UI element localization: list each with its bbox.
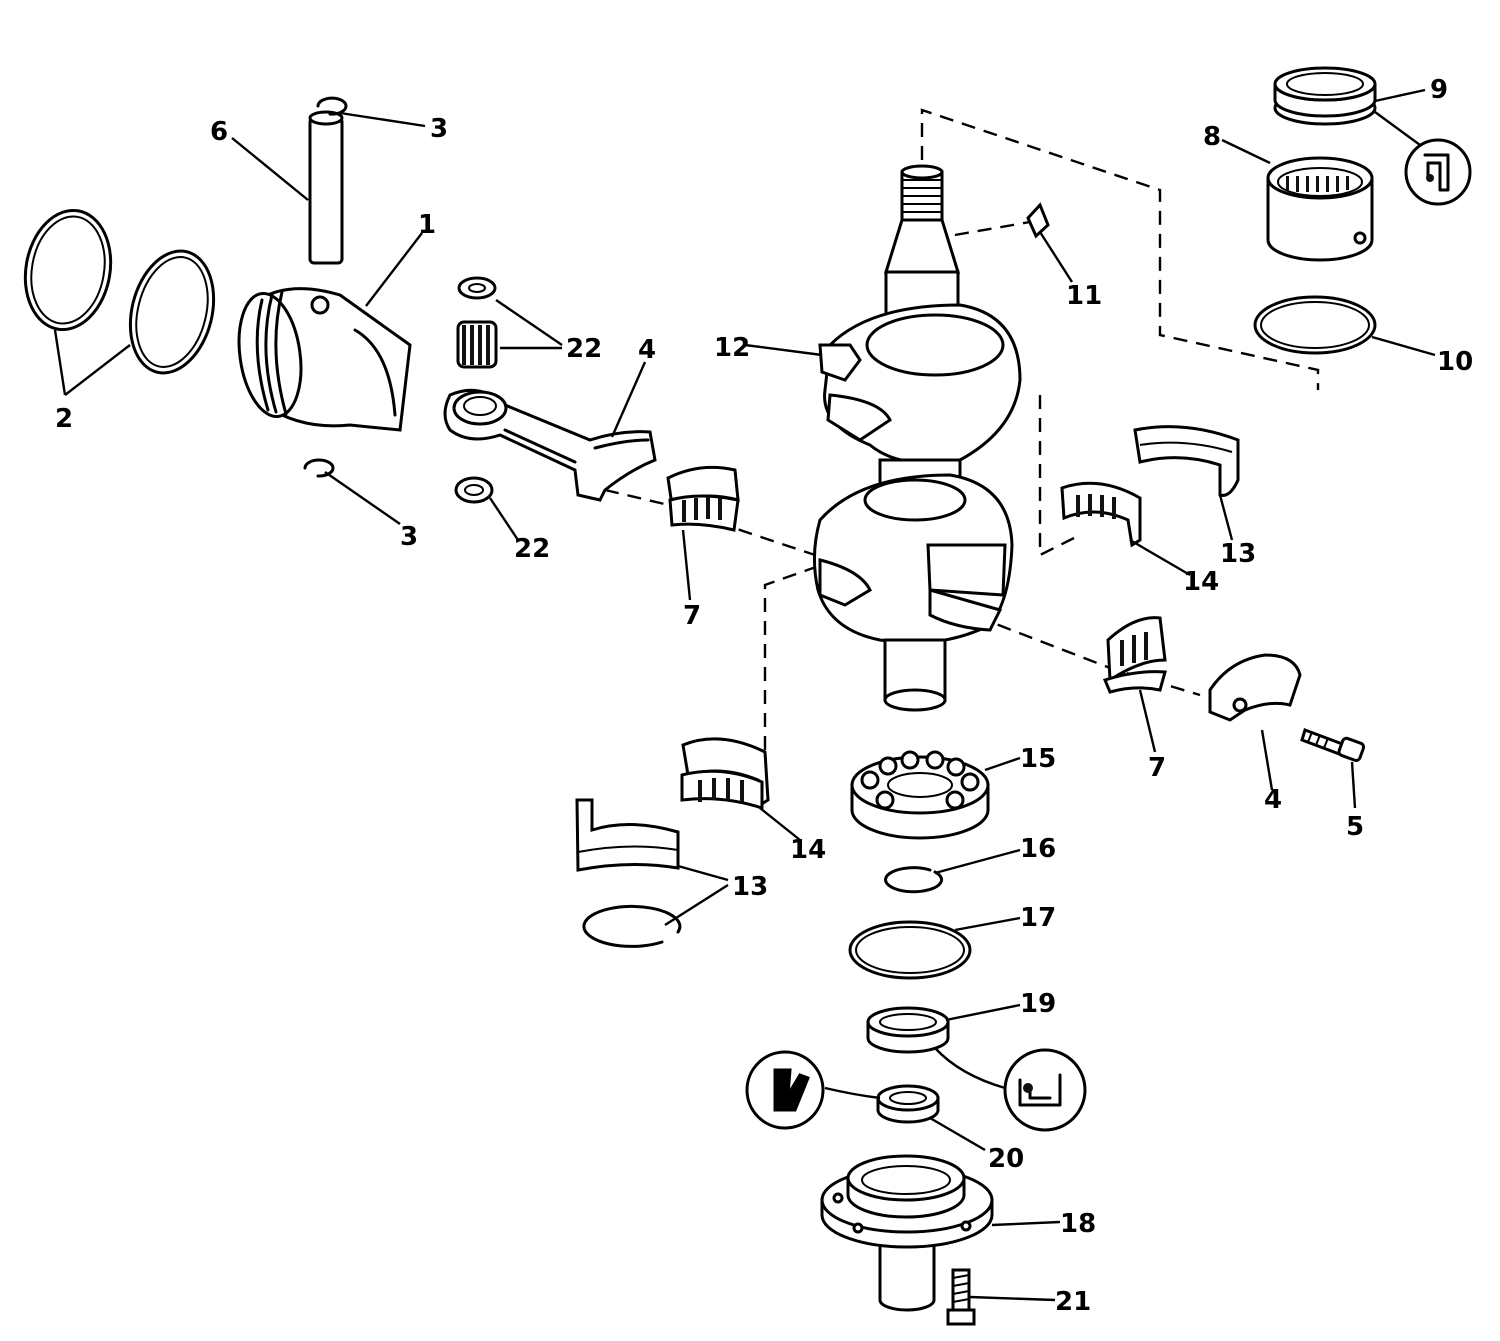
wrist-pin-bearing [454,276,498,504]
upper-main-bearing [1266,156,1374,262]
callout-14-right: 14 [1183,567,1219,597]
callout-13-right: 13 [1220,539,1256,569]
callout-8: 8 [1203,122,1221,152]
callout-18: 18 [1060,1209,1096,1239]
callout-16: 16 [1020,834,1056,864]
callout-4-cap: 4 [1264,785,1282,815]
large-o-ring [848,920,972,980]
crankshaft [812,164,1022,712]
callout-7-right: 7 [1148,753,1166,783]
callout-21: 21 [1055,1287,1091,1317]
housing-screw [946,1268,976,1326]
callout-20: 20 [988,1144,1024,1174]
callout-9: 9 [1430,75,1448,105]
main-bearing-race-right [1133,425,1240,497]
callout-4-rod: 4 [638,335,656,365]
callout-3-top: 3 [430,114,448,144]
callout-13-left: 13 [732,872,768,902]
callout-3-bottom: 3 [400,522,418,552]
woodruff-key [1026,202,1050,239]
seal-lip-detail-icon [1404,138,1472,206]
main-bearing-cage-right [1060,481,1142,548]
wrist-pin [308,110,344,265]
main-bearing-race-left [575,798,682,948]
o-ring [1253,295,1377,355]
rod-cap [1208,653,1302,722]
ball-bearing [850,750,990,840]
callout-2: 2 [55,404,73,434]
callout-10: 10 [1437,347,1473,377]
callout-19: 19 [1020,989,1056,1019]
rod-bearing-cage-left [666,465,740,532]
rod-bearing-cage-right [1102,616,1167,694]
inner-seal [876,1084,940,1124]
callout-15: 15 [1020,744,1056,774]
rod-cap-screw [1300,728,1366,762]
callout-7-left: 7 [683,601,701,631]
leader-lines [53,88,1436,1302]
top-oil-seal [1273,66,1377,126]
main-bearing-cage-left [680,737,770,811]
callout-5: 5 [1346,812,1364,842]
callout-11: 11 [1066,281,1102,311]
callout-6: 6 [210,117,228,147]
callout-17: 17 [1020,903,1056,933]
callout-22-bottom: 22 [514,534,550,564]
snap-ring [884,866,943,894]
seal-lip-detail-icon [745,1050,825,1130]
seal-lip-detail-icon [1003,1048,1087,1132]
callout-labels: 1 2 3 3 4 4 5 6 7 7 8 9 10 11 12 13 13 1… [55,75,1473,1317]
piston [237,287,412,432]
callout-12: 12 [714,333,750,363]
callout-22-top: 22 [566,334,602,364]
lower-oil-seal [866,1006,950,1054]
callout-1: 1 [418,210,436,240]
callout-14-left: 14 [790,835,826,865]
piston-rings [23,208,216,375]
connecting-rod [443,388,657,502]
pin-retaining-clips [303,96,348,478]
lower-bearing-housing [820,1154,994,1312]
